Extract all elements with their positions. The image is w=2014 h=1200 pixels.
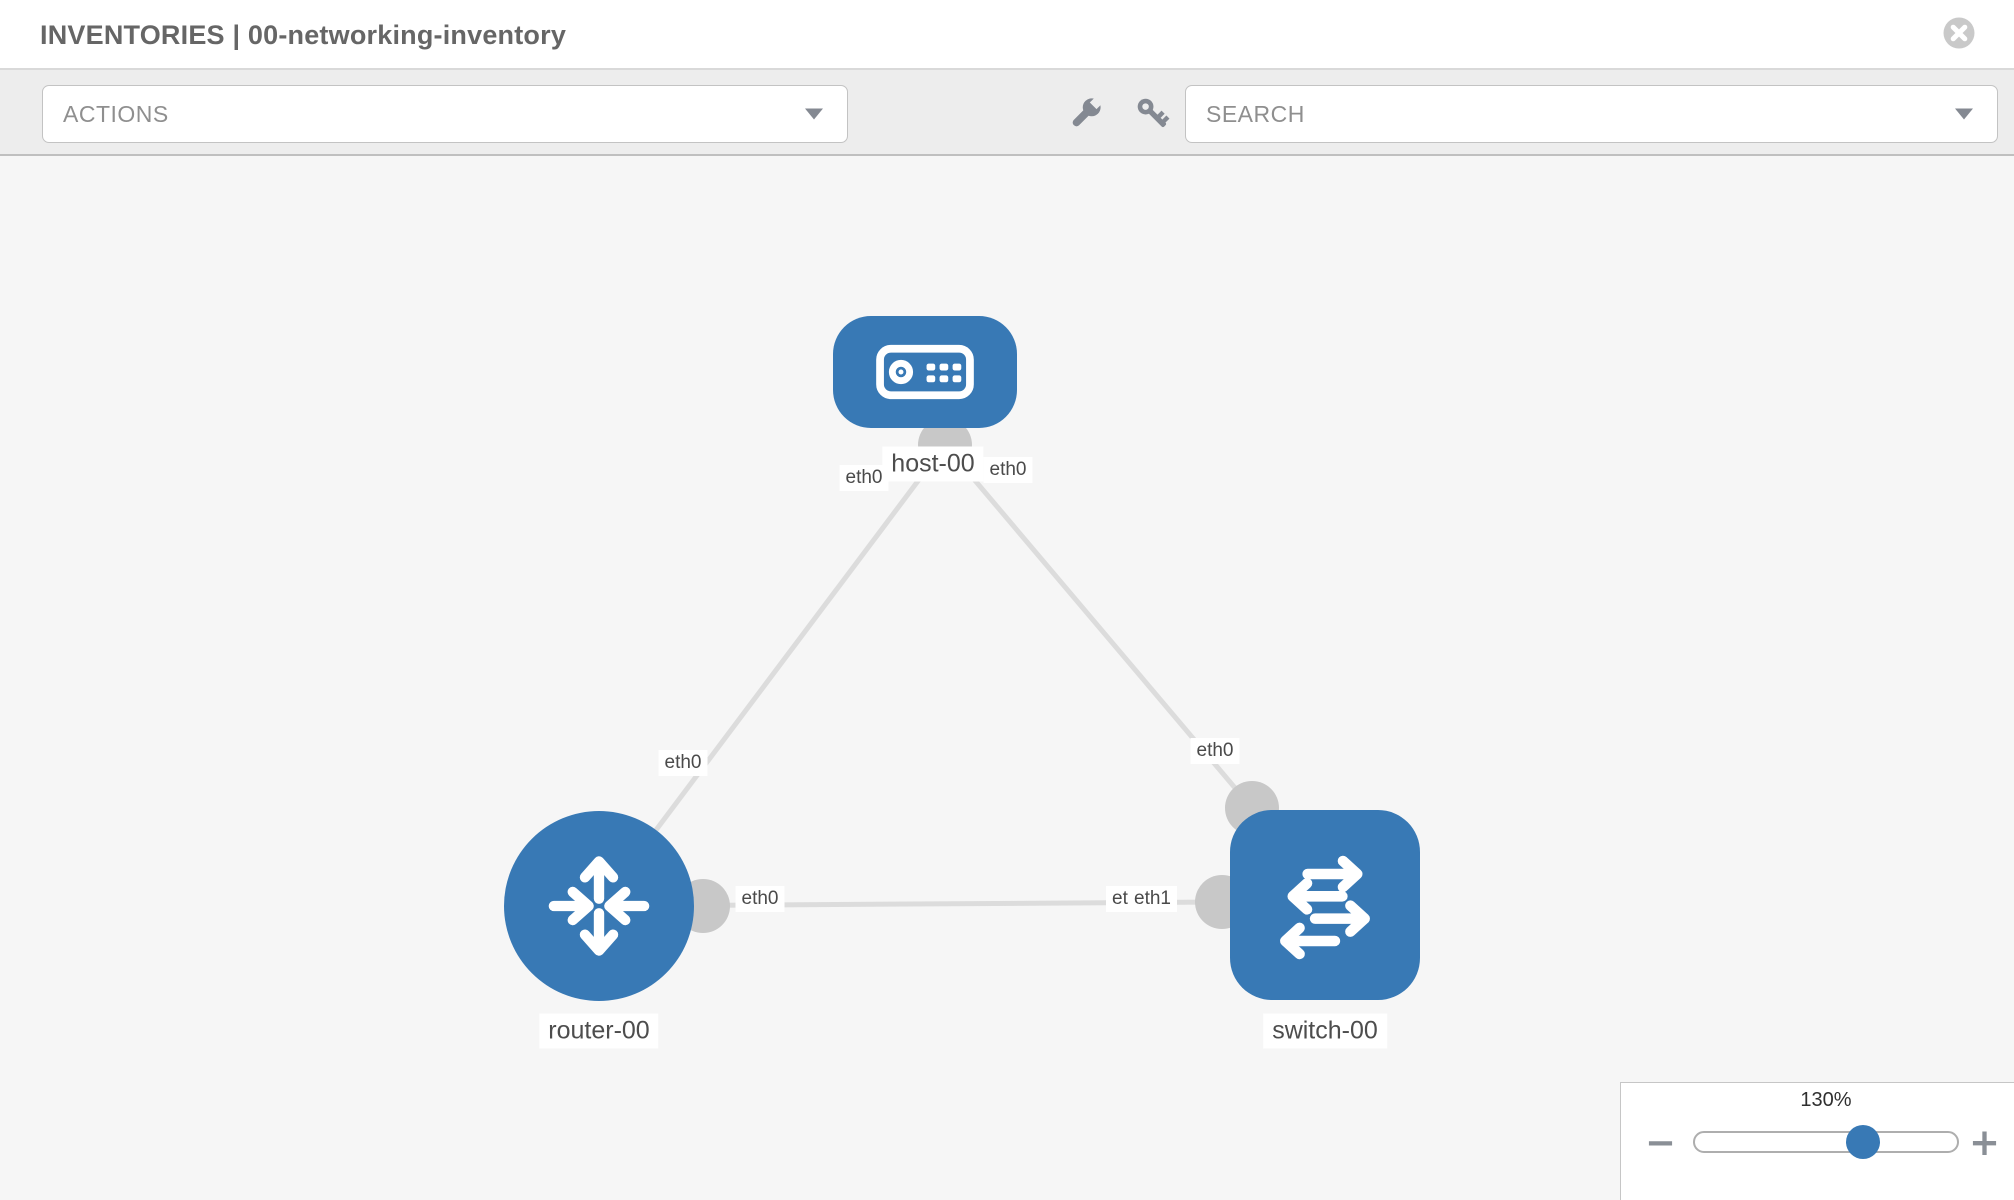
interface-label: eth0 [1190, 738, 1240, 764]
actions-dropdown[interactable]: ACTIONS [42, 85, 848, 143]
zoom-level-label: 130% [1800, 1089, 1852, 1111]
interface-label: eth0 [839, 465, 889, 491]
zoom-panel: 130% − + [1620, 1082, 2014, 1200]
node-router-00[interactable] [504, 811, 694, 1001]
node-label-host: host-00 [882, 446, 984, 482]
node-label-switch: switch-00 [1263, 1013, 1387, 1049]
zoom-out-button[interactable]: − [1645, 1121, 1677, 1164]
page-title: INVENTORIES | 00-networking-inventory [40, 20, 567, 50]
link-host-router[interactable] [597, 443, 947, 908]
chevron-down-icon [1955, 108, 1973, 120]
zoom-in-button[interactable]: + [1969, 1121, 2001, 1164]
search-dropdown[interactable]: SEARCH [1185, 85, 1998, 143]
node-switch-00[interactable] [1230, 810, 1420, 1000]
chevron-down-icon [805, 108, 823, 120]
panel-header: INVENTORIES | 00-networking-inventory [0, 0, 2014, 70]
wrench-icon [1072, 95, 1104, 127]
close-icon [1943, 17, 1975, 49]
node-label-router: router-00 [539, 1013, 659, 1049]
interface-label: eth0 [735, 886, 785, 912]
interface-label-front: eth1 [1128, 886, 1177, 912]
topology-canvas[interactable]: eth0 eth0 eth0 eth0 eth0 eth0 eth1 host-… [0, 156, 2014, 1200]
switch-arrows-icon [1280, 855, 1370, 960]
node-host-00[interactable] [833, 316, 1017, 428]
search-dropdown-label: SEARCH [1206, 101, 1305, 127]
toolbar: ACTIONS SEARCH [0, 70, 2014, 156]
zoom-slider-thumb[interactable] [1846, 1125, 1880, 1159]
router-arrows-icon [548, 856, 650, 956]
links-layer [597, 418, 1279, 933]
wrench-button[interactable] [1063, 93, 1107, 137]
key-button[interactable] [1131, 93, 1175, 137]
interface-label: eth0 [658, 750, 708, 776]
host-device-icon [876, 344, 974, 400]
interface-label: eth0 [983, 457, 1033, 483]
close-button[interactable] [1942, 16, 1976, 50]
actions-dropdown-label: ACTIONS [63, 101, 169, 127]
zoom-slider-track[interactable] [1693, 1131, 1959, 1153]
key-icon [1137, 98, 1170, 128]
